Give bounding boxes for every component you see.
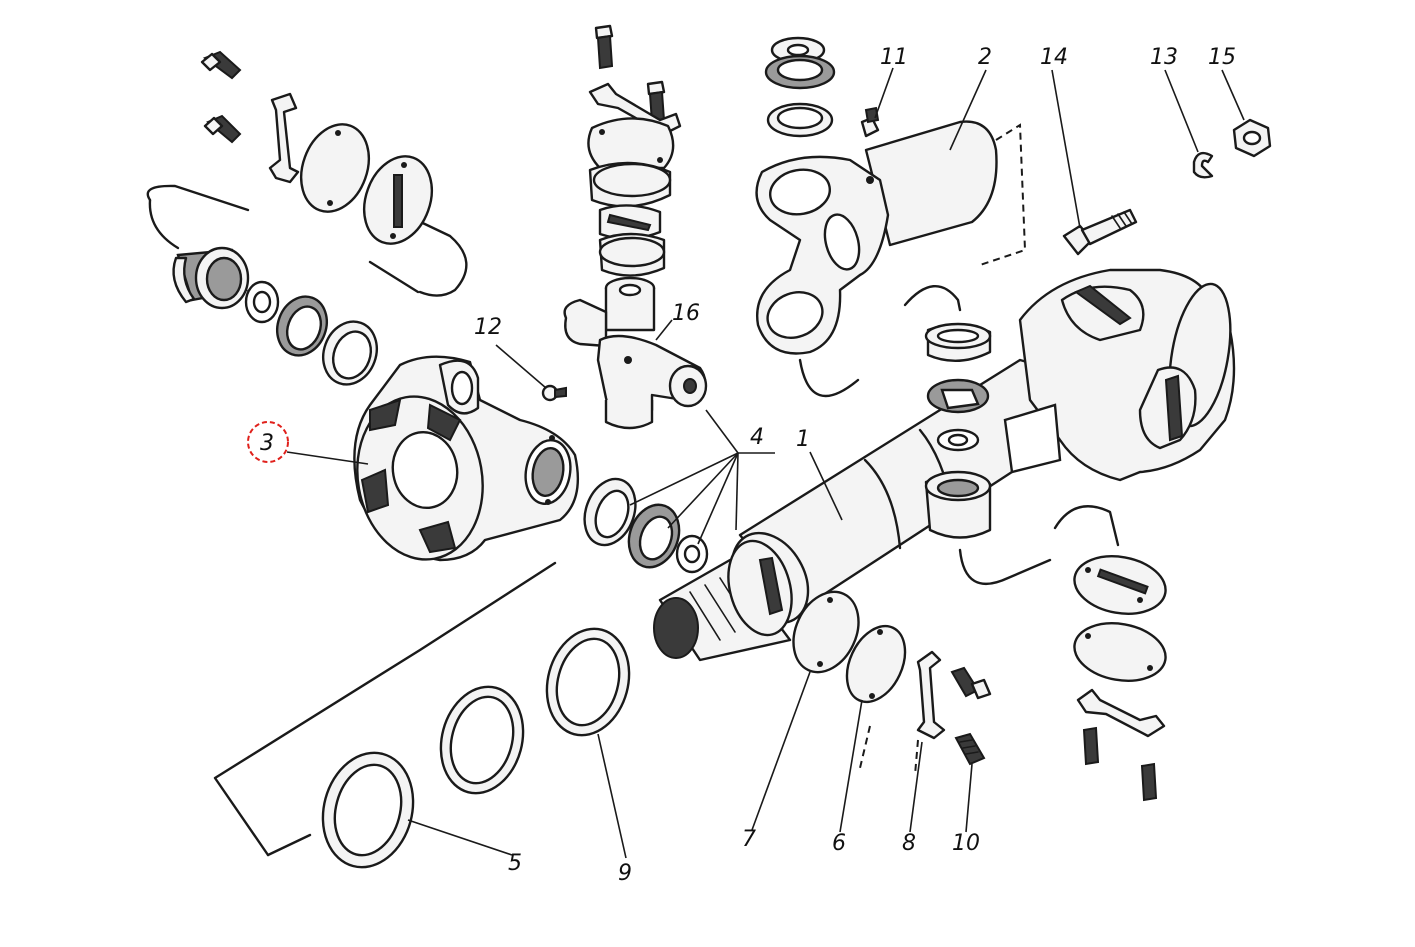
callout-15: 15 <box>1208 45 1236 70</box>
bolt-top-left-1 <box>200 50 242 80</box>
callout-8: 8 <box>902 831 916 856</box>
callout-1: 1 <box>796 427 810 452</box>
ring-middle <box>439 685 525 795</box>
bearing-cap-6 <box>845 624 907 704</box>
callout-4: 4 <box>750 425 764 450</box>
bearing-cap-left-slotted <box>363 155 433 245</box>
bearing-cup-top-center <box>588 161 672 277</box>
callout-3: 3 <box>260 431 274 456</box>
bearing-cap-lower-right-slotted <box>1073 555 1167 615</box>
bearing-cap-7 <box>792 590 860 674</box>
lock-plate-lower-right <box>1076 688 1166 738</box>
universal-joint-cross <box>563 276 708 430</box>
bolts-lower-right <box>1082 726 1158 802</box>
lock-plate-8 <box>859 650 946 776</box>
ring-9 <box>545 627 631 737</box>
washer-right <box>936 428 980 452</box>
callout-9: 9 <box>618 861 632 886</box>
bolt-10-upper <box>950 666 992 700</box>
seal-4-outer <box>583 477 637 547</box>
lock-plate-left <box>268 92 300 184</box>
callout-11: 11 <box>880 45 908 70</box>
splined-stub-shaft <box>653 539 793 662</box>
callout-16: 16 <box>672 301 700 326</box>
callout-labels: 1 2 3 4 5 6 7 8 9 10 11 12 13 14 15 16 <box>260 45 1236 886</box>
bolt-10-lower <box>954 732 986 766</box>
seal-left-2 <box>322 320 378 386</box>
callout-7: 7 <box>742 827 756 852</box>
washer-4 <box>675 534 709 574</box>
needle-bearing-right <box>924 470 992 539</box>
callout-14: 14 <box>1040 45 1068 70</box>
tube-yoke <box>1003 268 1236 482</box>
callout-6: 6 <box>832 831 846 856</box>
bearing-cap-left-plain <box>300 123 370 213</box>
callout-10: 10 <box>952 831 980 856</box>
seal-left-1 <box>276 295 328 357</box>
callout-12: 12 <box>474 315 502 340</box>
bearing-cap-top-center <box>587 117 675 170</box>
lock-washer-13 <box>1192 151 1214 179</box>
callout-3-highlight <box>247 421 289 463</box>
seal-top-2 <box>764 54 836 90</box>
seal-right-1 <box>924 322 992 363</box>
bearing-cap-lower-right-plain <box>1073 622 1167 682</box>
sleeve-yoke <box>755 120 998 355</box>
seal-4-middle <box>627 503 681 569</box>
callout-13: 13 <box>1150 45 1178 70</box>
callout-2: 2 <box>978 45 992 70</box>
seal-right-2 <box>926 378 990 414</box>
washer-left <box>244 280 280 324</box>
nut-15 <box>1232 118 1272 158</box>
grease-fitting-12 <box>541 384 567 402</box>
leader-lines <box>286 67 1245 859</box>
callout-5: 5 <box>508 851 522 876</box>
ring-5 <box>321 751 415 869</box>
needle-bearing-left <box>172 246 250 310</box>
bolt-top-left-2 <box>203 114 242 144</box>
alignment-lines <box>146 123 1120 857</box>
grease-fitting-11 <box>860 106 880 138</box>
flange-yoke <box>353 355 579 562</box>
seal-top-3 <box>766 102 834 138</box>
bolt-14 <box>1062 208 1138 256</box>
